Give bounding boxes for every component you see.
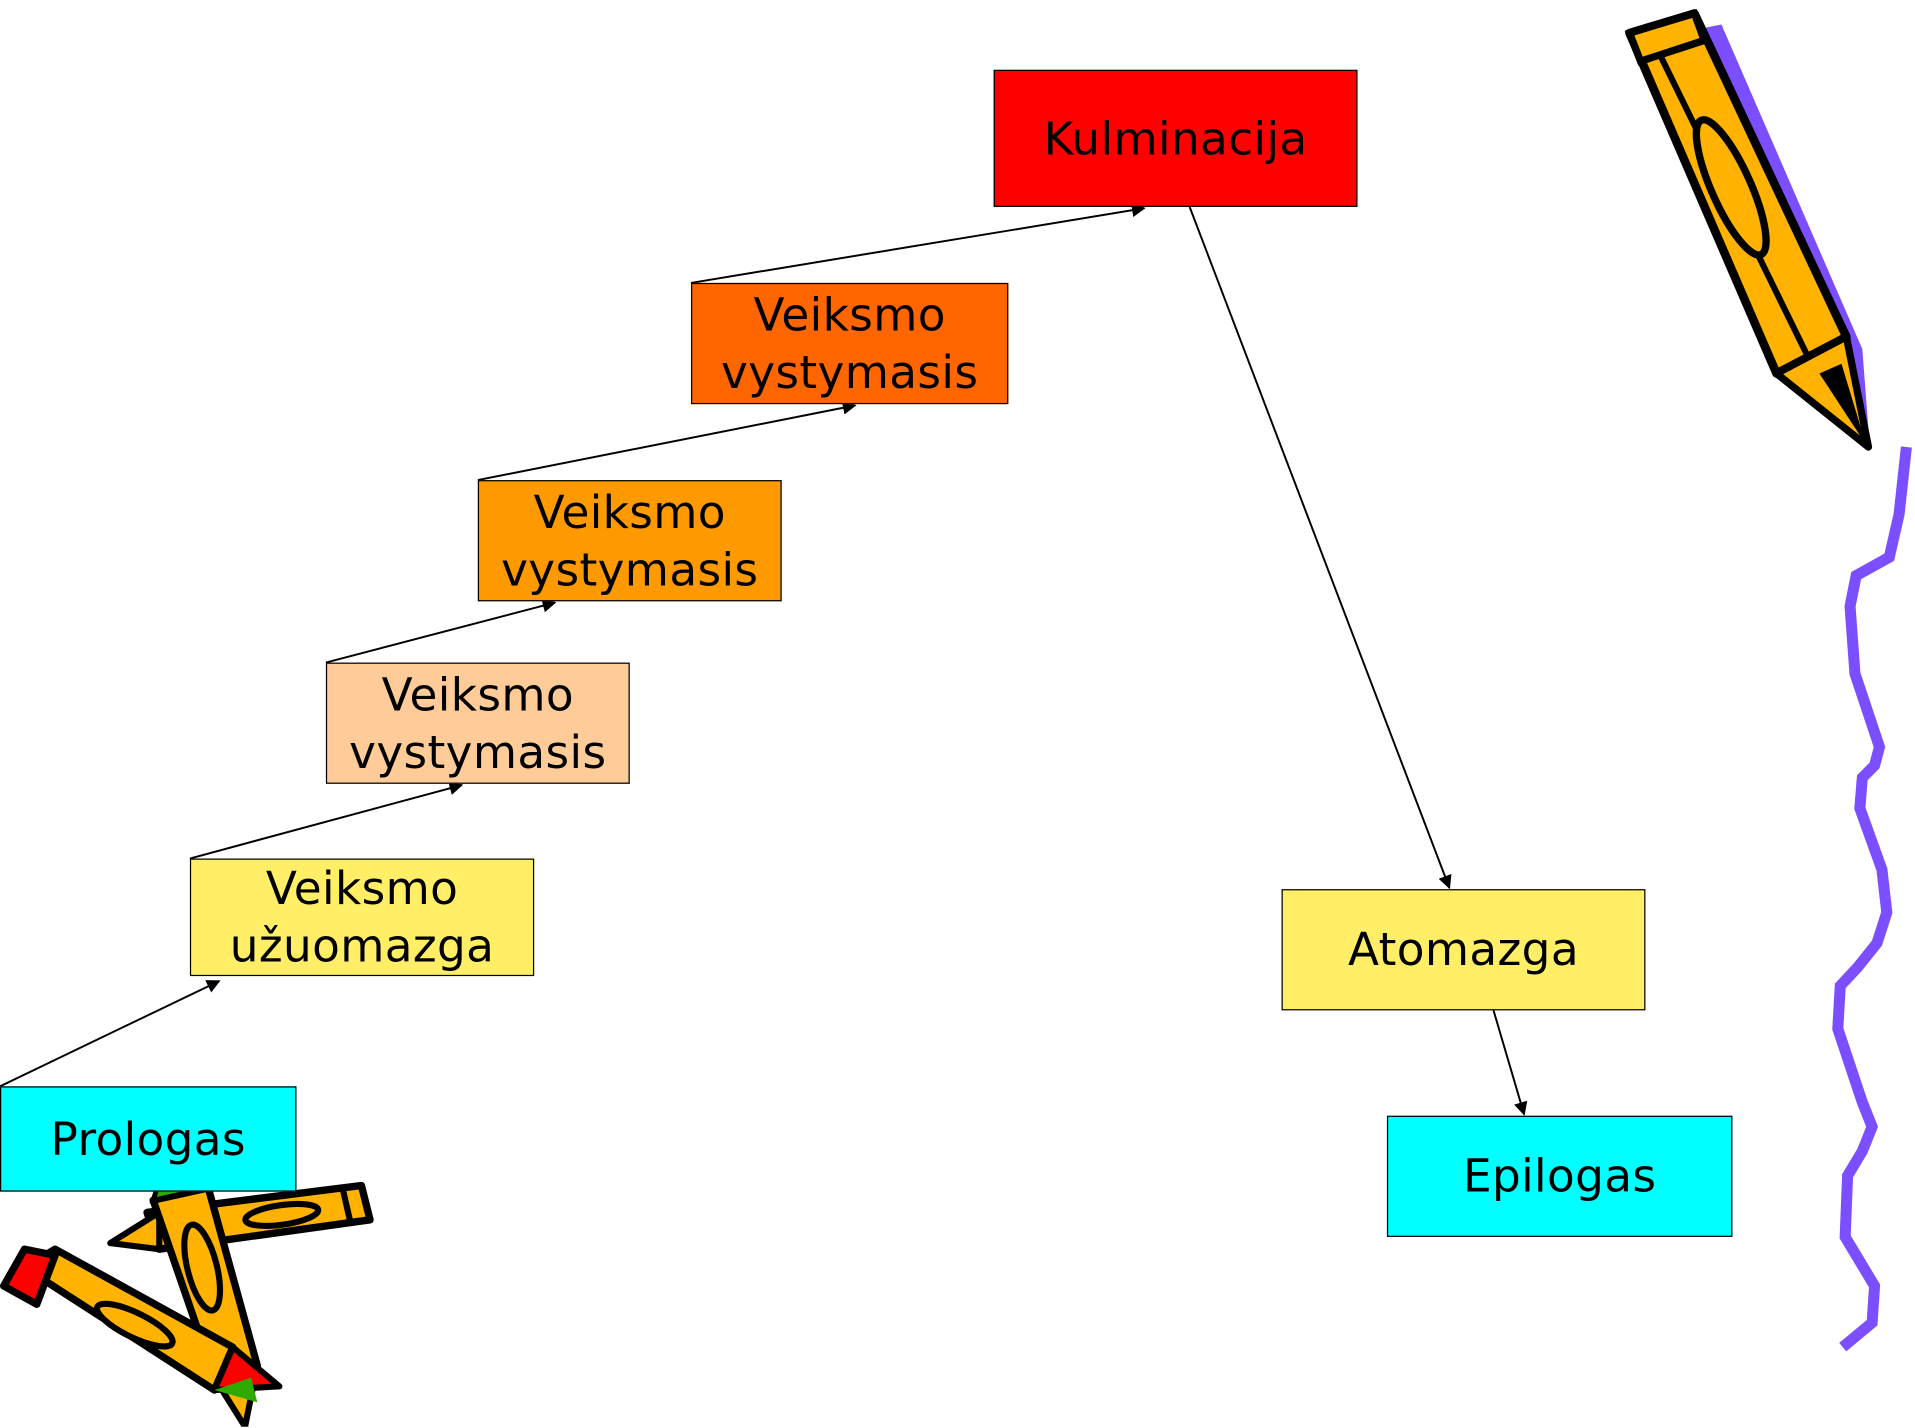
pencils-icon	[0, 1175, 374, 1427]
node-prologas-label: Prologas	[50, 1112, 246, 1166]
edge-dev3-kulminacija	[690, 203, 1146, 284]
node-kulminacija: Kulminacija	[993, 69, 1358, 207]
node-atomazga: Atomazga	[1281, 889, 1646, 1011]
node-prologas: Prologas	[0, 1086, 297, 1192]
node-veiksmo-vystymasis-3-label: Veiksmo vystymasis	[721, 288, 979, 399]
node-veiksmo-vystymasis-1-label: Veiksmo vystymasis	[349, 668, 607, 779]
edge-prologas-uzuomazga	[0, 980, 221, 1088]
node-atomazga-label: Atomazga	[1348, 923, 1579, 977]
node-veiksmo-vystymasis-2: Veiksmo vystymasis	[477, 480, 782, 602]
node-veiksmo-vystymasis-2-label: Veiksmo vystymasis	[501, 485, 759, 596]
edge-kulminacija-atomazga	[1188, 206, 1452, 890]
edge-dev2-dev3	[477, 401, 857, 482]
node-veiksmo-vystymasis-3: Veiksmo vystymasis	[691, 282, 1009, 405]
node-epilogas-label: Epilogas	[1462, 1149, 1657, 1203]
node-kulminacija-label: Kulminacija	[1043, 112, 1308, 165]
node-veiksmo-vystymasis-1: Veiksmo vystymasis	[325, 662, 630, 784]
node-veiksmo-uzuomazga: Veiksmo užuomazga	[189, 858, 535, 977]
edge-atomazga-epilogas	[1492, 1010, 1528, 1116]
squiggle-line-icon	[1832, 446, 1912, 1352]
node-epilogas: Epilogas	[1386, 1115, 1733, 1237]
node-veiksmo-uzuomazga-label: Veiksmo užuomazga	[229, 862, 495, 973]
edge-uzuomazga-dev1	[189, 781, 464, 860]
pencil-icon	[1624, 8, 1873, 451]
edge-dev1-dev2	[325, 599, 557, 664]
